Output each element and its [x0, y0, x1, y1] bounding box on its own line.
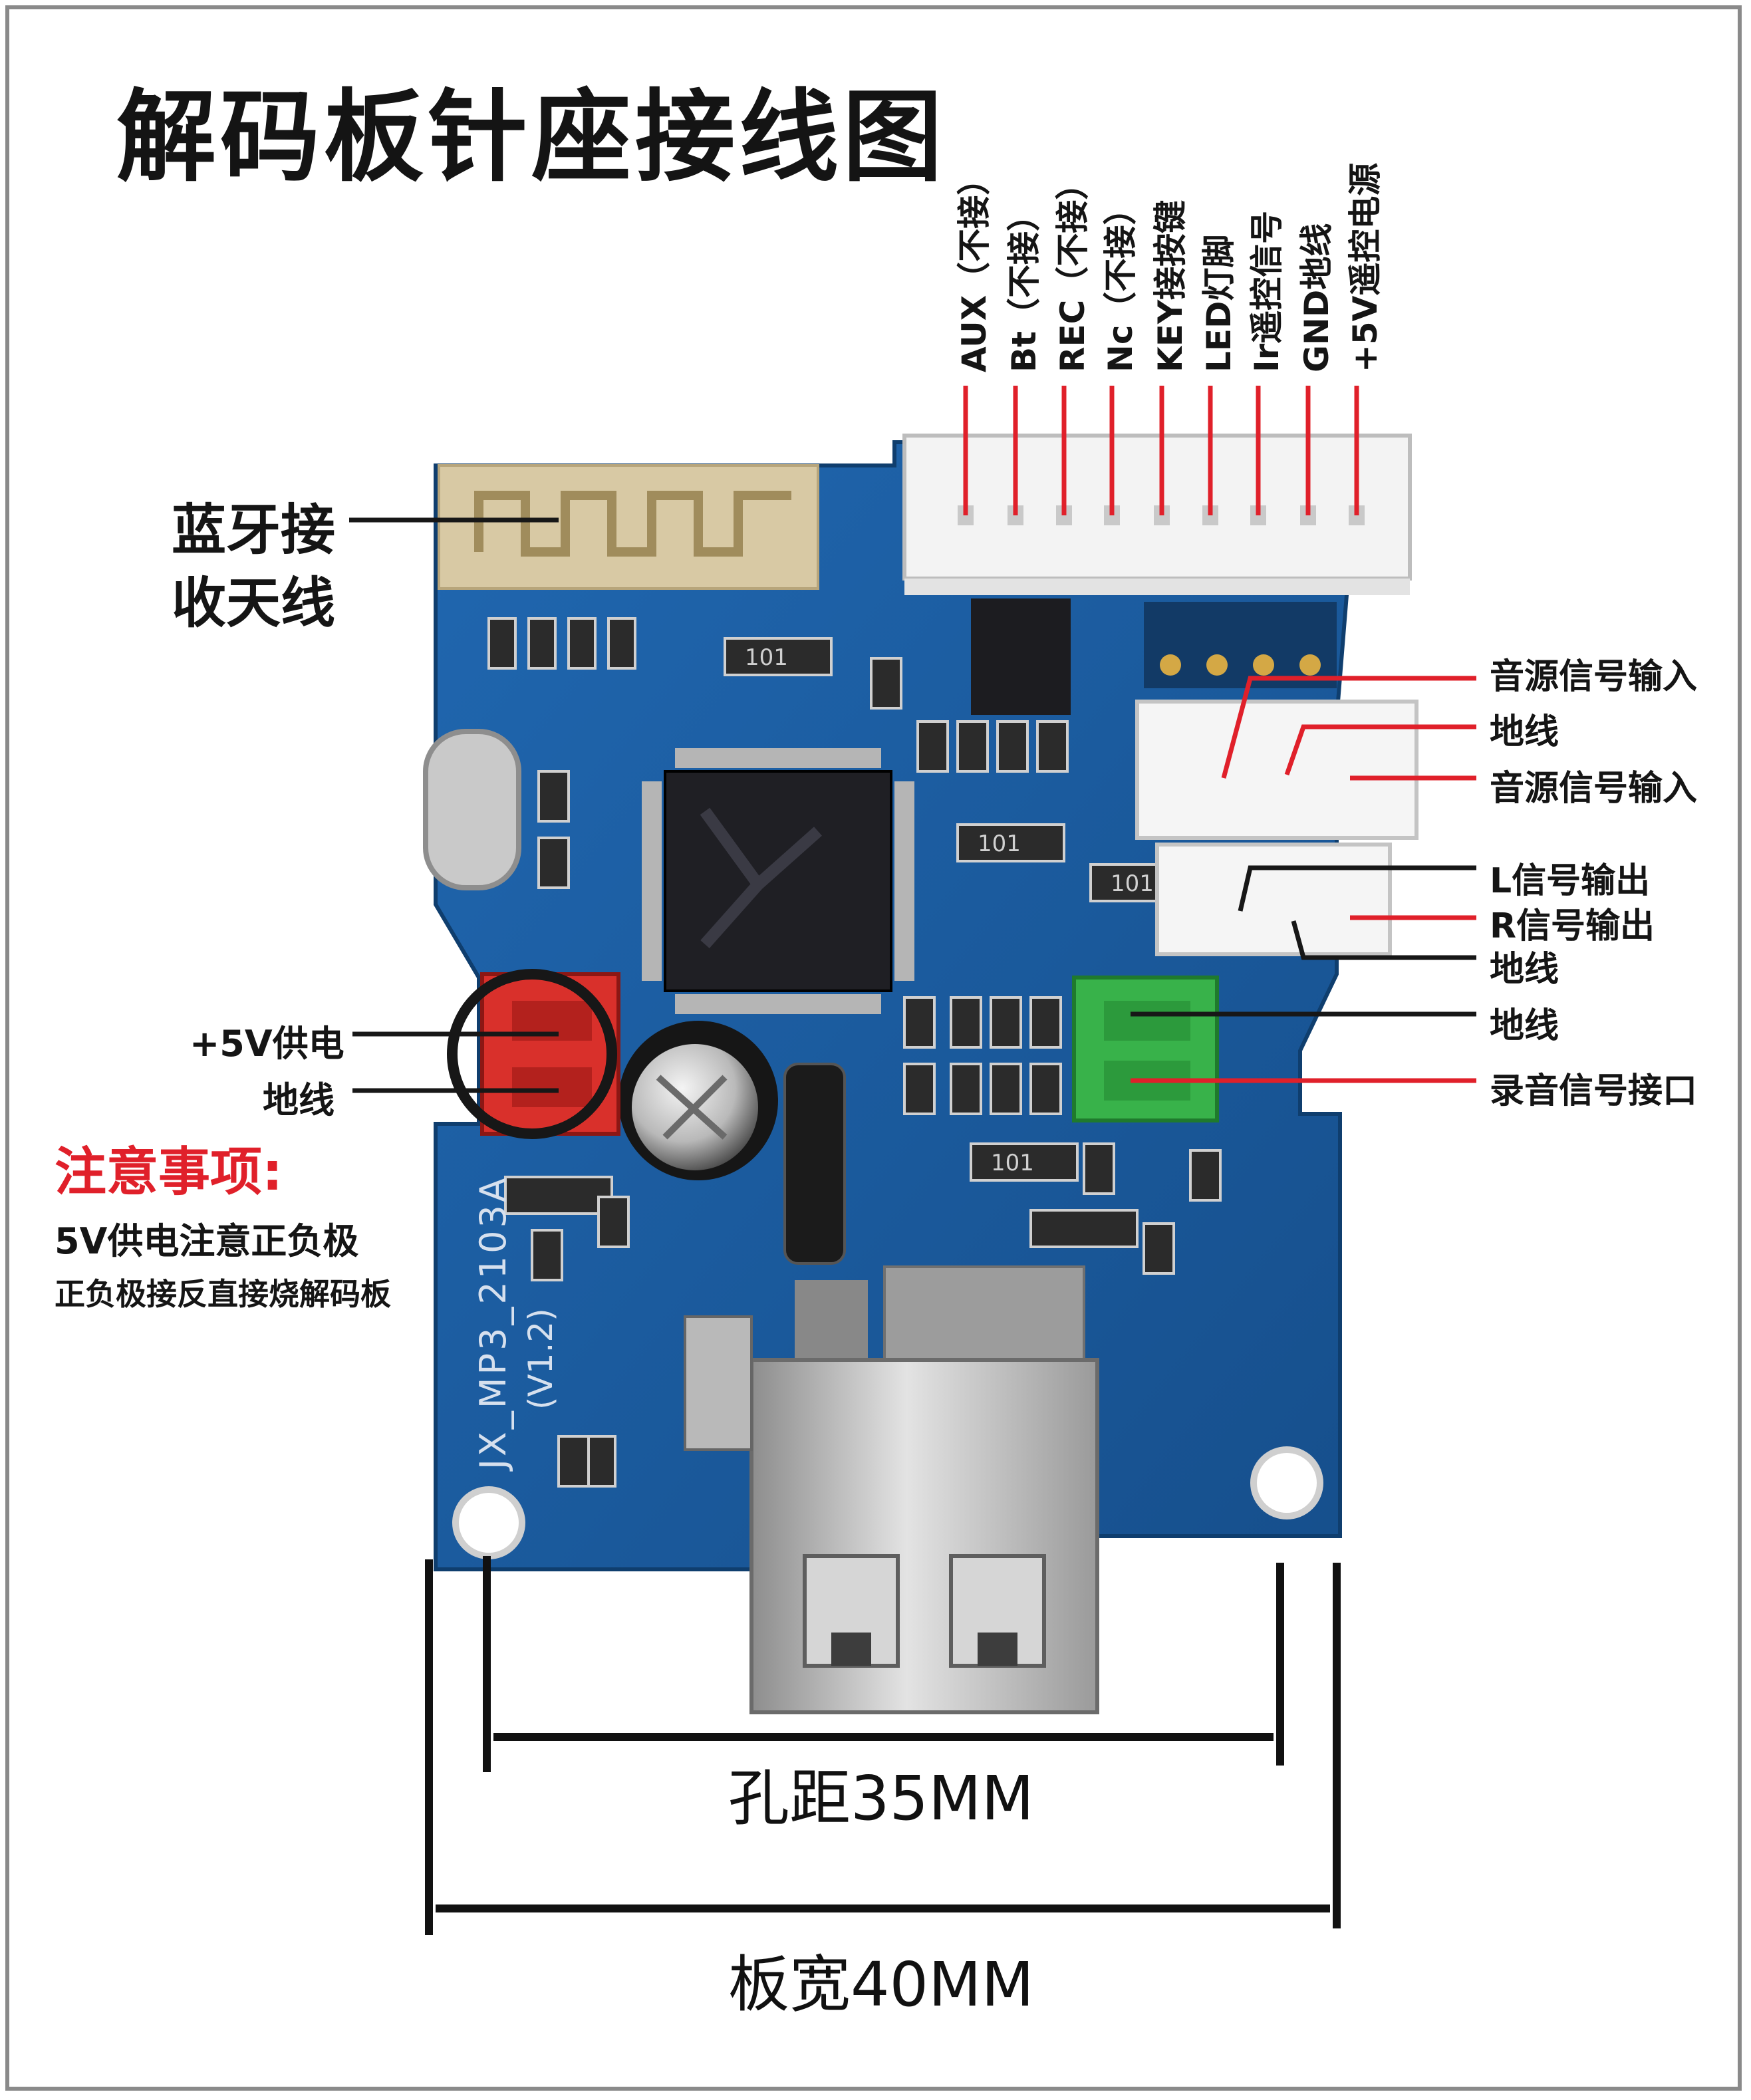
page-title: 解码板针座接线图	[116, 80, 947, 196]
hole-spacing-dimension	[483, 1556, 1284, 1772]
usb-connector	[684, 1265, 1099, 1714]
chip-mark: 101	[991, 1150, 1034, 1176]
label-ground-2: 地线	[1490, 950, 1559, 989]
label-ground-1: 地线	[1490, 712, 1559, 752]
smd-components	[487, 617, 1222, 1488]
pcb-board: JX_MP3_2103A (V1.2)	[423, 440, 1349, 1571]
label-5v-supply: +5V供电	[190, 1023, 344, 1065]
label-ground-3: 地线	[1490, 1006, 1559, 1046]
pin-label-bt: Bt（不接）	[1005, 197, 1043, 372]
record-connector	[1072, 976, 1219, 1122]
notice-line2: 正负极接反直接烧解码板	[55, 1276, 391, 1312]
audio-input-connector	[1135, 700, 1418, 840]
board-width-dimension	[425, 1559, 1341, 1935]
pin-label-ir: Ir遥控信号	[1248, 210, 1286, 372]
antenna-label-line1: 蓝牙接	[172, 499, 336, 562]
silkscreen-model: JX_MP3_2103A	[472, 1175, 514, 1472]
chip-mark: 101	[978, 831, 1021, 857]
top-pin-leader-lines	[963, 386, 1359, 515]
power-connector	[447, 969, 620, 1139]
pin-label-aux: AUX（不接）	[955, 162, 994, 372]
label-r-output: R信号输出	[1490, 906, 1655, 946]
label-power-ground: 地线	[263, 1079, 335, 1121]
pin-label-rec: REC（不接）	[1053, 166, 1092, 372]
gold-pin-header	[1144, 602, 1337, 688]
board-width-label: 板宽40MM	[728, 1949, 1034, 2020]
top-pin-header	[902, 434, 1412, 595]
pin-label-key: KEY接按键	[1151, 199, 1190, 372]
image-border	[5, 5, 1742, 2091]
chip-mark: 101	[745, 644, 788, 671]
label-record-interface: 录音信号接口	[1490, 1071, 1698, 1111]
label-audio-input-2: 音源信号输入	[1490, 769, 1698, 809]
main-ic	[664, 770, 892, 992]
ic-pins	[642, 748, 914, 1014]
pin-label-nc: Nc（不接）	[1101, 192, 1140, 372]
audio-output-connector	[1155, 843, 1392, 956]
chip-mark: 101	[1111, 870, 1154, 897]
notice-title: 注意事项:	[55, 1142, 283, 1202]
silkscreen-version: (V1.2)	[521, 1308, 560, 1410]
notice-line1: 5V供电注意正负极	[55, 1220, 359, 1262]
power-leader-lines	[352, 1031, 559, 1093]
electrolytic-capacitor	[618, 1021, 778, 1180]
label-audio-input-1: 音源信号输入	[1490, 657, 1698, 697]
right-leader-lines	[1131, 676, 1476, 1083]
antenna-label-line2: 收天线	[172, 572, 336, 635]
label-l-output: L信号输出	[1490, 861, 1651, 901]
hole-spacing-label: 孔距35MM	[728, 1763, 1034, 1834]
pin-label-5v: +5V遥控电源	[1346, 162, 1385, 372]
pin-label-gnd: GND地线	[1297, 223, 1336, 372]
pin-label-led: LED灯脚	[1200, 234, 1238, 372]
